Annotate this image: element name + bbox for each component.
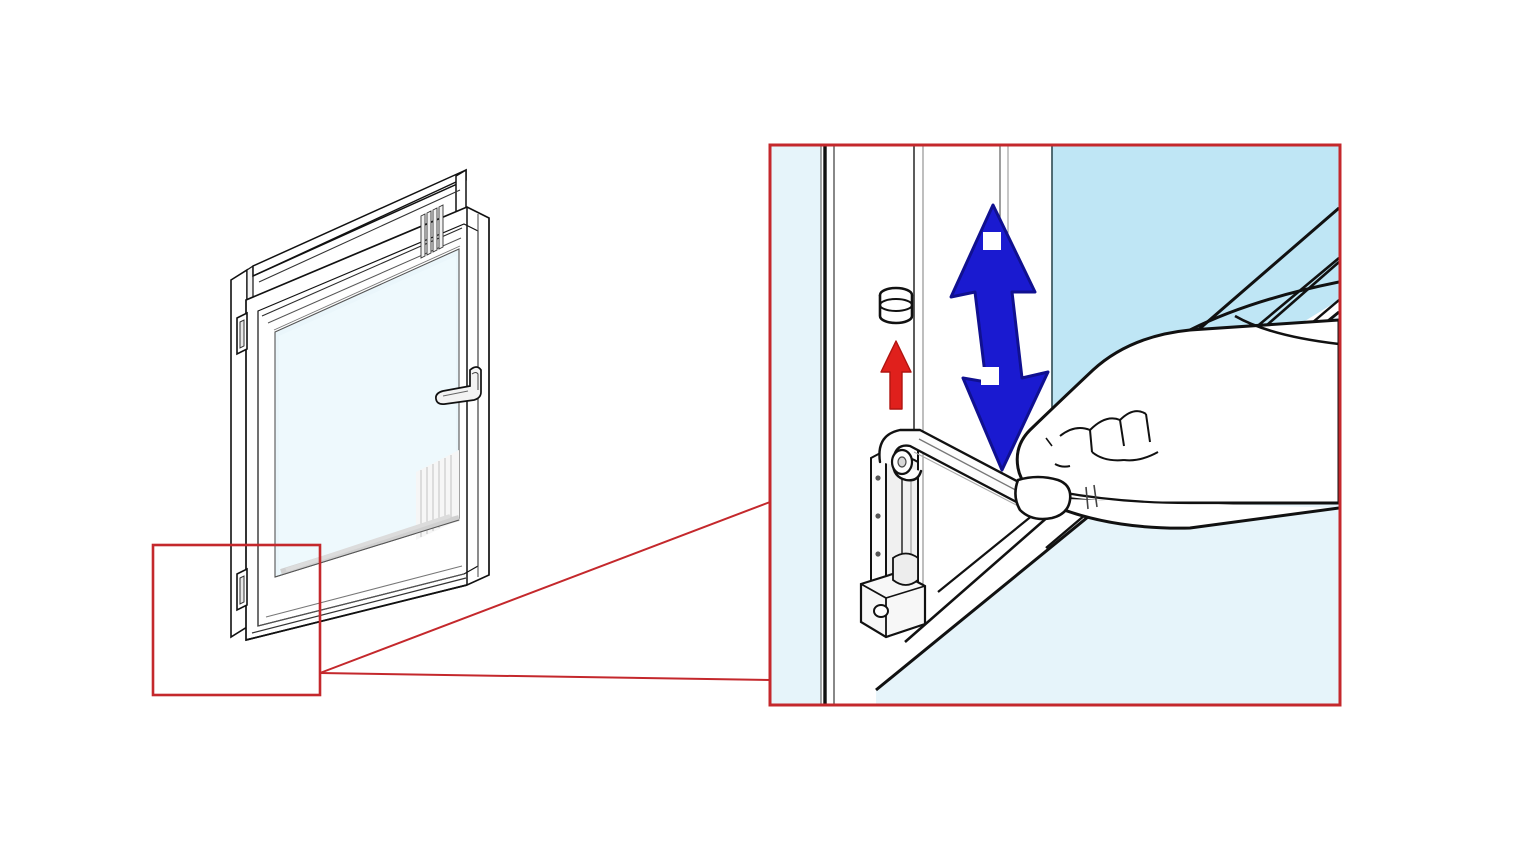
blue-arrow-marker-bottom bbox=[981, 367, 999, 385]
hinge-pin-cap bbox=[878, 286, 914, 325]
zoom-callout bbox=[151, 501, 771, 697]
callout-leader-upper bbox=[319, 501, 771, 674]
hinge-base-plate bbox=[859, 552, 927, 639]
thumb bbox=[1014, 475, 1072, 521]
glass-edge-stack bbox=[280, 450, 460, 575]
blue-double-arrow bbox=[949, 203, 1050, 472]
base-plate-screw-hole bbox=[873, 604, 889, 618]
detail-left-glass bbox=[771, 146, 821, 704]
window-handle[interactable] bbox=[435, 366, 482, 405]
bottom-hinge bbox=[236, 567, 248, 612]
hinge-detail-illustration bbox=[768, 143, 1342, 707]
sash-bottom-rail bbox=[245, 519, 468, 641]
blue-arrow-marker-top bbox=[983, 232, 1001, 250]
hand bbox=[1014, 280, 1339, 530]
stay-arm bbox=[878, 428, 1038, 510]
callout-detail-box bbox=[768, 143, 1342, 707]
callout-leader-lower bbox=[319, 672, 771, 681]
window-overview-illustration bbox=[230, 168, 490, 642]
glazing-bead bbox=[420, 204, 444, 259]
top-hinge bbox=[236, 311, 248, 356]
glass-pane bbox=[274, 248, 460, 578]
red-up-arrow bbox=[880, 340, 912, 410]
callout-source-box bbox=[151, 543, 322, 697]
